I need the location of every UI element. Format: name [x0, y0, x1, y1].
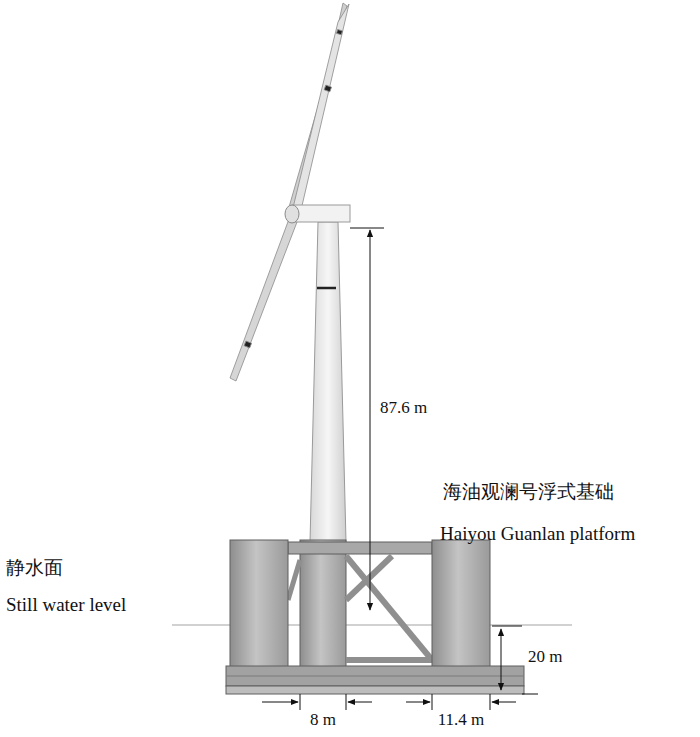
width-dimensions-part [300, 694, 301, 710]
height-dimension [350, 228, 384, 610]
width-dimensions-part [490, 694, 491, 710]
width-dimensions-part [262, 702, 298, 703]
water-level-cn: 静水面 [6, 557, 63, 579]
platform-name-cn: 海油观澜号浮式基础 [443, 481, 614, 503]
draft-dimension-part [492, 626, 522, 627]
water-level-en: Still water level [6, 594, 126, 616]
platform-name-en: Haiyou Guanlan platform [440, 523, 635, 545]
nacelle [292, 205, 350, 222]
rotor-blades-part [230, 219, 297, 381]
hub [285, 205, 299, 223]
rotor-blades-part [337, 30, 343, 35]
floating-platform-part [346, 657, 432, 663]
floating-platform-part [432, 540, 490, 672]
floating-platform-part [288, 542, 432, 554]
floating-platform-part [300, 540, 346, 670]
width-dimensions [262, 694, 516, 710]
floating-platform-part [226, 666, 524, 686]
dimension-label: 20 m [528, 647, 562, 667]
dimension-label: 87.6 m [380, 398, 427, 418]
floating-platform-part [230, 540, 288, 672]
floating-platform-part [226, 686, 524, 694]
width-dimensions-part [348, 702, 372, 703]
width-dimensions-part [432, 694, 433, 710]
rotor-blades-part [291, 4, 349, 216]
draft-dimension-part [501, 629, 502, 690]
floating-platform [226, 540, 524, 694]
dimension-label: 8 m [310, 710, 336, 730]
tower-mark [317, 287, 336, 290]
width-dimensions-part [492, 702, 516, 703]
dimension-label: 11.4 m [438, 710, 485, 730]
width-dimensions-part [406, 702, 430, 703]
floating-platform-part [288, 560, 300, 600]
height-dimension-part [350, 228, 384, 229]
floating-platform-part [346, 556, 392, 600]
height-dimension-part [370, 230, 371, 610]
draft-dimension-part [522, 694, 538, 695]
floating-platform-part [346, 556, 432, 660]
width-dimensions-part [346, 694, 347, 710]
tower [310, 222, 346, 542]
rotor-blades-part [324, 85, 331, 92]
floating-platform-part [226, 676, 524, 677]
rotor-blades-part [244, 341, 251, 348]
